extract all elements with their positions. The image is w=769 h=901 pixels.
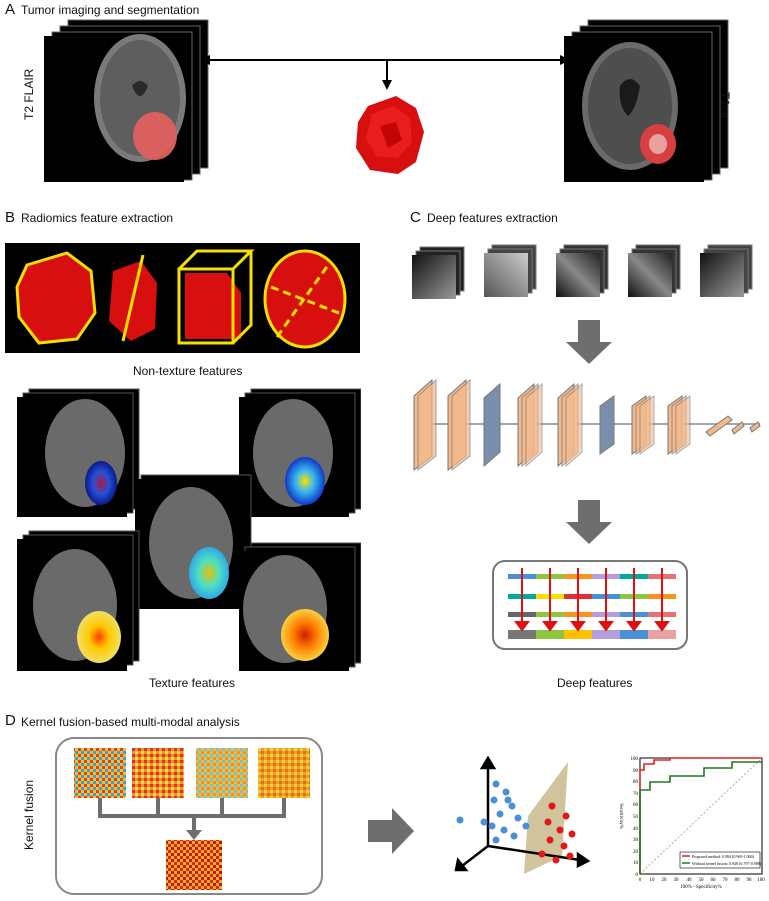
roc-xlabel: 100% - Specificity% (680, 885, 722, 890)
roc-xtick: 60 (711, 878, 717, 883)
roc-ytick: 20 (633, 850, 639, 855)
roc-xtick: 10 (650, 878, 656, 883)
roc-xtick: 50 (699, 878, 705, 883)
roc-ytick: 30 (633, 838, 639, 843)
deep-features-label: Deep features (557, 676, 633, 690)
roc-ytick: 40 (633, 827, 639, 832)
tumor-3d-render (356, 96, 424, 174)
panel-c-title: Deep features extraction (427, 211, 558, 225)
panel-b-letter: B (5, 209, 16, 226)
non-texture-label: Non-texture features (133, 364, 243, 378)
roc-ytick: 80 (633, 780, 639, 785)
roc-xtick: 30 (674, 878, 680, 883)
panel-a-letter: A (5, 1, 16, 18)
roc-ytick: 90 (633, 769, 639, 774)
roc-ytick: 0 (636, 873, 639, 878)
flair-mri-stack (44, 19, 209, 182)
down-arrow-icon (566, 320, 612, 364)
non-texture-features-strip (5, 243, 360, 353)
roc-xtick: 20 (662, 878, 668, 883)
roc-xtick: 80 (735, 878, 741, 883)
roc-curve-chart: Proposed method: 0.984 (0.969-1.000) Wit… (618, 757, 765, 890)
roc-xtick: 100 (757, 878, 765, 883)
t2-flair-label: T2 FLAIR (22, 68, 36, 120)
panel-b-title: Radiomics feature extraction (21, 211, 174, 225)
deep-feature-vectors (492, 560, 688, 650)
panel-c-letter: C (410, 209, 421, 226)
roc-xtick: 0 (639, 878, 642, 883)
svm-scatter-3d (454, 756, 591, 874)
right-arrow-icon (368, 808, 414, 854)
panel-d-title: Kernel fusion-based multi-modal analysis (21, 715, 240, 729)
roc-xtick: 40 (687, 878, 693, 883)
kernel-fusion-box (55, 737, 323, 895)
t1ce-mri-stack (564, 19, 729, 182)
roc-ytick: 10 (633, 861, 639, 866)
roc-ylabel: Sensitivity% (618, 803, 623, 829)
panel-a-title: Tumor imaging and segmentation (21, 3, 200, 17)
cnn-architecture (413, 378, 761, 472)
roc-legend-without: Without kernel fusion: 0.948 (0.797-0.98… (692, 861, 762, 866)
down-arrow-icon (566, 500, 612, 544)
fusion-arrows (200, 55, 570, 90)
texture-label: Texture features (149, 676, 236, 690)
image-patches (412, 244, 753, 299)
roc-legend-proposed: Proposed method: 0.984 (0.969-1.000) (692, 854, 755, 859)
roc-xtick: 70 (723, 878, 729, 883)
roc-xtick: 90 (747, 878, 753, 883)
roc-ytick: 60 (633, 803, 639, 808)
roc-ytick: 100 (631, 757, 639, 762)
roc-ytick: 70 (633, 792, 639, 797)
panel-d-letter: D (5, 712, 16, 729)
t1ce-label: T1ce (718, 92, 732, 119)
roc-ytick: 50 (633, 815, 639, 820)
kernel-fusion-side-label: Kernel fusion (22, 779, 36, 850)
texture-feature-maps (17, 388, 361, 671)
